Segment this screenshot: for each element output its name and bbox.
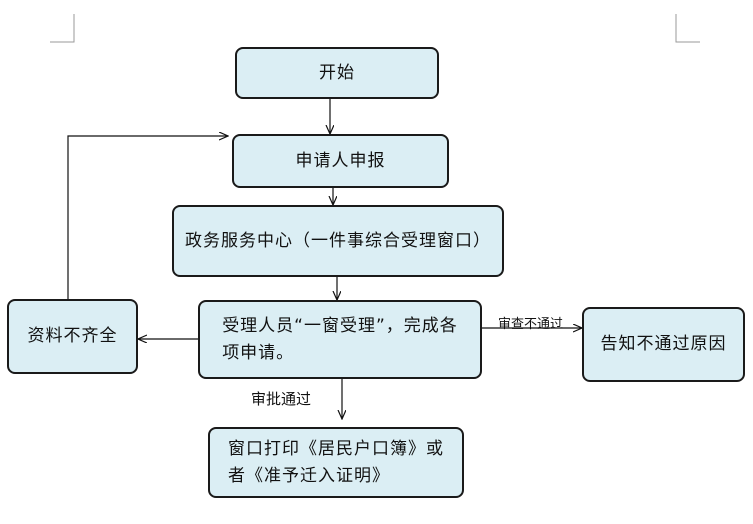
node-accept-label: 受理人员“一窗受理”，完成各 项申请。 [222,316,458,363]
node-service-center-label: 政务服务中心（一件事综合受理窗口） [185,230,491,251]
node-incomplete: 资料不齐全 [7,299,138,374]
node-apply: 申请人申报 [232,134,449,188]
node-service-center: 政务服务中心（一件事综合受理窗口） [172,205,504,277]
edge-label-approved: 审批通过 [251,390,312,408]
node-start: 开始 [235,47,439,99]
arrow-incomplete-to-apply [67,136,228,299]
node-notify: 告知不通过原因 [582,307,745,382]
page-corner-marks [50,14,700,43]
node-notify-label: 告知不通过原因 [600,334,727,355]
node-start-label: 开始 [319,62,355,83]
node-incomplete-label: 资料不齐全 [27,326,118,347]
edge-label-review-fail: 审查不通过 [498,317,564,332]
node-apply-label: 申请人申报 [295,150,386,171]
node-accept: 受理人员“一窗受理”，完成各 项申请。 [198,300,482,379]
node-print-label: 窗口打印《居民户口簿》或 者《准予迁入证明》 [228,439,444,486]
node-print: 窗口打印《居民户口簿》或 者《准予迁入证明》 [208,427,464,498]
